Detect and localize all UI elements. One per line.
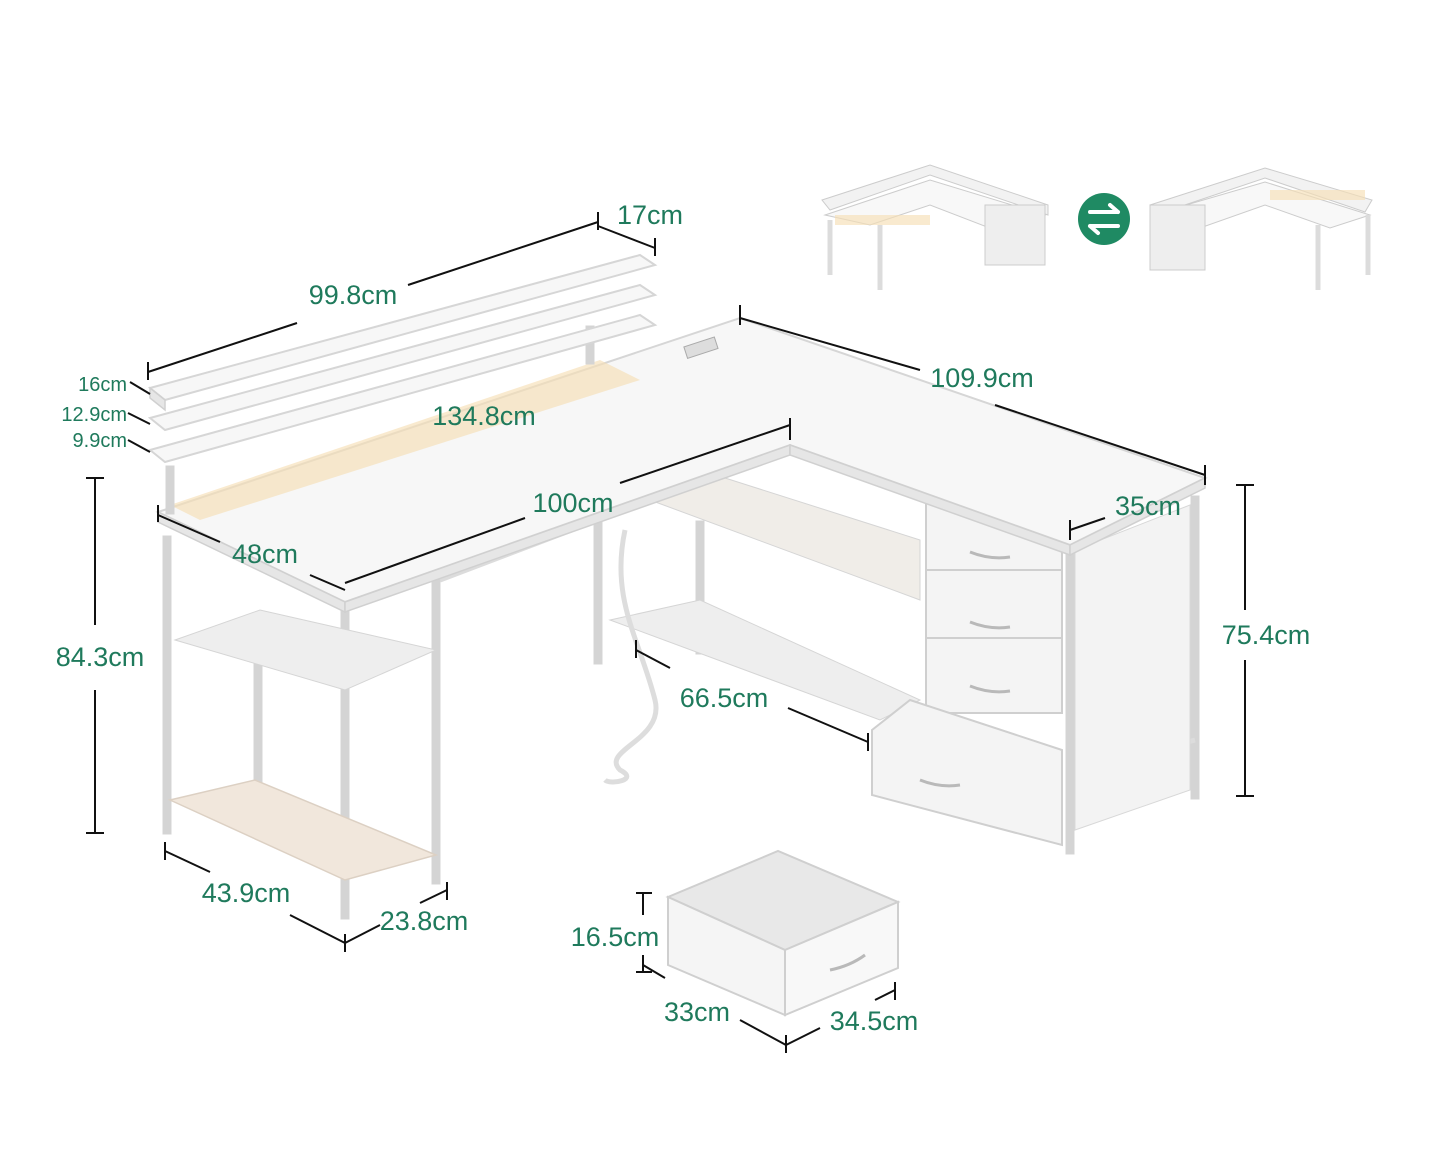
fabric-drawer-cabinet xyxy=(871,499,1191,847)
label-hutch-width: 99.8cm xyxy=(309,280,398,310)
label-total-height: 84.3cm xyxy=(56,642,145,672)
label-shelf-height-top: 16cm xyxy=(78,374,127,396)
swap-arrows-icon xyxy=(1078,193,1130,245)
label-shelf-width: 66.5cm xyxy=(680,683,769,713)
label-side-depth: 35cm xyxy=(1115,491,1181,521)
dimension-lines xyxy=(86,212,1254,1053)
label-drawer-depth: 34.5cm xyxy=(830,1006,919,1036)
desk-frame xyxy=(162,469,1200,920)
thumbnail-right-orientation xyxy=(1149,167,1373,290)
label-shelf-height-low: 9.9cm xyxy=(73,430,127,452)
thumbnail-left-orientation xyxy=(821,164,1049,290)
label-desk-length-long: 134.8cm xyxy=(432,401,536,431)
hutch-shelves xyxy=(147,253,658,515)
label-drawer-width: 33cm xyxy=(664,997,730,1027)
label-desk-length-side: 109.9cm xyxy=(930,363,1034,393)
label-hutch-depth: 17cm xyxy=(617,200,683,230)
label-shelf-height-mid: 12.9cm xyxy=(61,404,127,426)
label-drawer-height: 16.5cm xyxy=(571,922,660,952)
label-stand-width: 43.9cm xyxy=(202,878,291,908)
label-desk-height: 75.4cm xyxy=(1222,620,1311,650)
desktop-surface xyxy=(155,316,1208,614)
drawer-detail xyxy=(665,849,901,1017)
label-desk-front: 100cm xyxy=(532,488,613,518)
label-desk-depth: 48cm xyxy=(232,539,298,569)
label-stand-depth: 23.8cm xyxy=(380,906,469,936)
